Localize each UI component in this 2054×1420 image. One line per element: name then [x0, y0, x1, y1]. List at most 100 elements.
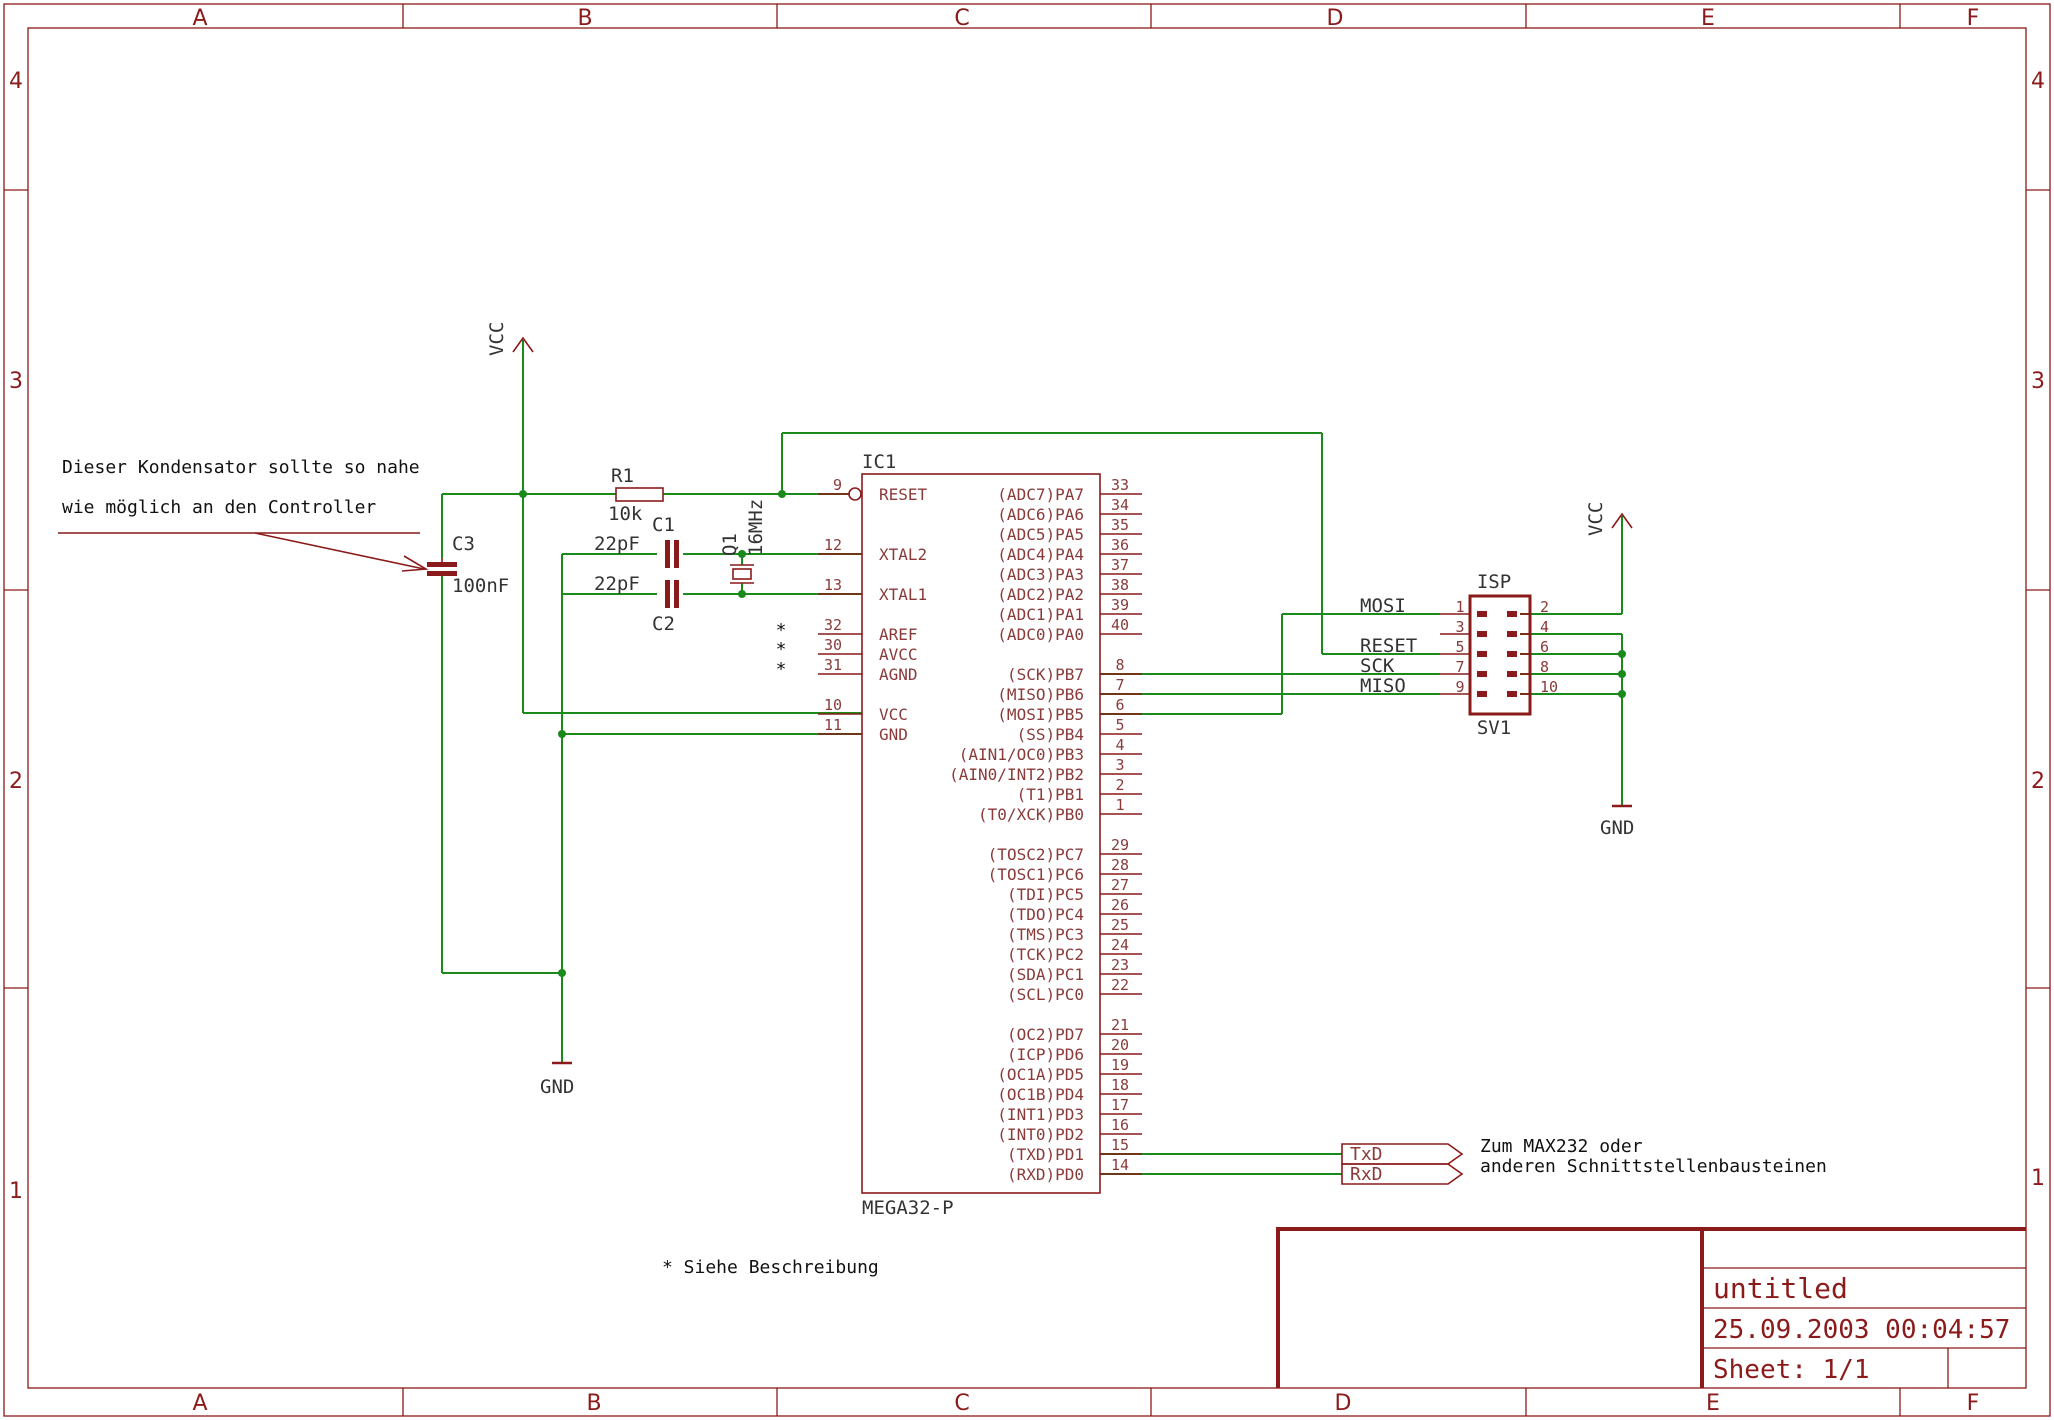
- ic1-pin-label: (TDI)PC5: [1007, 885, 1084, 904]
- ic1-pin-label: AREF: [879, 625, 918, 644]
- ic1-pin-number: 23: [1111, 956, 1129, 974]
- ic1-pin-label: XTAL2: [879, 545, 927, 564]
- ic1-pin-number: 24: [1111, 936, 1129, 954]
- ic1-pin-label: (ADC7)PA7: [997, 485, 1084, 504]
- isp-pin-pad-left: [1477, 671, 1487, 677]
- ic1-pin-label: (OC1A)PD5: [997, 1065, 1084, 1084]
- col-label-top-f: F: [1967, 6, 1980, 31]
- isp-pin-number-left: 3: [1455, 618, 1464, 636]
- ic1-right-pins: 33(ADC7)PA734(ADC6)PA635(ADC5)PA536(ADC4…: [949, 476, 1142, 1184]
- isp-pin-number-right: 10: [1540, 678, 1558, 696]
- isp-pin-number-left: 5: [1455, 638, 1464, 656]
- ic1-pin-number: 5: [1115, 716, 1124, 734]
- ic1-pin-label: (SCK)PB7: [1007, 665, 1084, 684]
- title-block-sheet: Sheet: 1/1: [1713, 1355, 1870, 1385]
- ic1-pin-label: (T1)PB1: [1017, 785, 1084, 804]
- col-label-bottom-e: E: [1706, 1391, 1720, 1416]
- uart-note-line2: anderen Schnittstellenbausteinen: [1480, 1156, 1827, 1177]
- ic1-pin-number: 36: [1111, 536, 1129, 554]
- isp-pin-pad-left: [1477, 631, 1487, 637]
- unconnected-pin-marks: * * *: [776, 620, 787, 680]
- col-label-top-e: E: [1701, 6, 1715, 31]
- ic1-pin-number: 27: [1111, 876, 1129, 894]
- ic1-pin-label: XTAL1: [879, 585, 927, 604]
- ic1-pin-number: 4: [1115, 736, 1124, 754]
- ic1-pin-number: 6: [1115, 696, 1124, 714]
- ic1-pin-label: (SCL)PC0: [1007, 985, 1084, 1004]
- isp-value: SV1: [1477, 717, 1511, 739]
- ic1-pin-label: (ADC3)PA3: [997, 565, 1084, 584]
- col-label-top-a: A: [192, 6, 207, 31]
- ic1-name: IC1: [862, 451, 896, 473]
- frame-row-labels: 4 3 2 1 4 3 2 1: [9, 69, 2045, 1204]
- c2-value: 22pF: [594, 573, 640, 595]
- col-label-bottom-d: D: [1335, 1391, 1352, 1416]
- isp-pin-number-left: 1: [1455, 598, 1464, 616]
- ic1-pin-label: (MISO)PB6: [997, 685, 1084, 704]
- ic1-pin-label: (TOSC1)PC6: [988, 865, 1084, 884]
- c1-name: C1: [652, 514, 675, 536]
- ic1-pin-number: 12: [824, 536, 842, 554]
- capacitor-c1: C1 22pF: [594, 514, 679, 568]
- resistor-r1: R1 10k: [608, 465, 664, 525]
- ic1-pin-number: 11: [824, 716, 842, 734]
- ic1-pin-number: 7: [1115, 676, 1124, 694]
- capacitor-note-line1: Dieser Kondensator sollte so nahe: [62, 457, 420, 478]
- ic1-pin-label: (ADC2)PA2: [997, 585, 1084, 604]
- footnote-siehe-beschreibung: * Siehe Beschreibung: [662, 1257, 879, 1278]
- ic1-pin-number: 39: [1111, 596, 1129, 614]
- ic1-pin-label: RESET: [879, 485, 928, 504]
- ic1-pin-number: 8: [1115, 656, 1124, 674]
- title-block-title: untitled: [1713, 1272, 1848, 1305]
- ic1-pin-number: 3: [1115, 756, 1124, 774]
- ic1-pin-label: GND: [879, 725, 908, 744]
- q1-value: 16MHz: [745, 499, 767, 556]
- ic1-pin-label: (INT0)PD2: [997, 1125, 1084, 1144]
- row-label-left-1: 1: [9, 1179, 23, 1204]
- ic1-pin-label: (TDO)PC4: [1007, 905, 1084, 924]
- ic1-pin-label: VCC: [879, 705, 908, 724]
- ic1-pin-number: 20: [1111, 1036, 1129, 1054]
- isp-name: ISP: [1477, 571, 1511, 593]
- ic1-pin-label: (T0/XCK)PB0: [978, 805, 1084, 824]
- ic1-pin-number: 17: [1111, 1096, 1129, 1114]
- aref-unconnected-mark: *: [776, 620, 787, 641]
- ic1-pin-label: (TCK)PC2: [1007, 945, 1084, 964]
- ic1-pin-label: (AIN0/INT2)PB2: [949, 765, 1084, 784]
- ic1-pin-number: 25: [1111, 916, 1129, 934]
- ic1-pin-label: AGND: [879, 665, 918, 684]
- ic1-pin-number: 15: [1111, 1136, 1129, 1154]
- ic1-pin-number: 22: [1111, 976, 1129, 994]
- ic1-pin-number: 35: [1111, 516, 1129, 534]
- net-label-mosi: MOSI: [1360, 595, 1406, 617]
- isp-pin-pad-left: [1477, 651, 1487, 657]
- ic1-pin-number: 14: [1111, 1156, 1129, 1174]
- ic1-pin-label: (ADC4)PA4: [997, 545, 1084, 564]
- ic1-pin-number: 1: [1115, 796, 1124, 814]
- ic1-pin-label: AVCC: [879, 645, 918, 664]
- isp-pin-number-left: 7: [1455, 658, 1464, 676]
- isp-pin-pad-right: [1507, 671, 1517, 677]
- r1-value: 10k: [608, 503, 643, 525]
- ic1-pin-label: (ADC5)PA5: [997, 525, 1084, 544]
- ic1-pin-number: 18: [1111, 1076, 1129, 1094]
- isp-pin-number-left: 9: [1455, 678, 1464, 696]
- col-label-bottom-b: B: [586, 1391, 601, 1416]
- drawing-frame: [3, 3, 2051, 1417]
- agnd-unconnected-mark: *: [776, 659, 787, 680]
- uart-note-line1: Zum MAX232 oder: [1480, 1136, 1643, 1157]
- ic1-pin-label: (INT1)PD3: [997, 1105, 1084, 1124]
- vcc-label-main: VCC: [486, 322, 508, 356]
- ic1-pin-number: 28: [1111, 856, 1129, 874]
- ic1-pin-label: (MOSI)PB5: [997, 705, 1084, 724]
- isp-pin-pad-right: [1507, 631, 1517, 637]
- title-block-datetime: 25.09.2003 00:04:57: [1713, 1315, 2010, 1345]
- ic1-pin-number: 34: [1111, 496, 1129, 514]
- avcc-unconnected-mark: *: [776, 639, 787, 660]
- c2-name: C2: [652, 613, 675, 635]
- capacitor-c2: C2 22pF: [594, 573, 679, 635]
- ic1-pin-number: 9: [833, 476, 842, 494]
